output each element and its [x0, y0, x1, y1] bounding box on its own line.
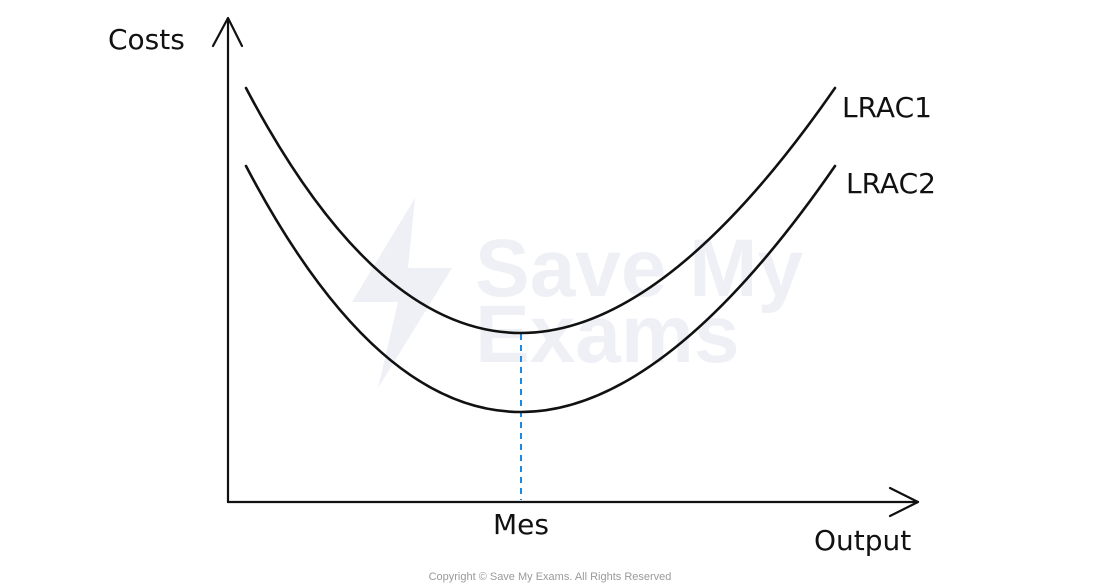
y-axis-label: Costs: [108, 23, 185, 56]
watermark-line-1: Save My: [475, 223, 804, 314]
lrac2-curve: [244, 164, 837, 414]
lightning-bolt-icon: [352, 198, 452, 388]
copyright-notice: Copyright © Save My Exams. All Rights Re…: [429, 571, 672, 583]
lrac1-curve: [244, 86, 837, 335]
x-axis-label: Output: [814, 524, 911, 557]
y-axis-arrowhead: [211, 16, 244, 48]
x-axis-arrowhead: [888, 486, 920, 518]
mes-label: Mes: [493, 508, 549, 541]
watermark-logo: Save My Exams: [352, 198, 804, 388]
lrac2-label: LRAC2: [846, 167, 936, 200]
lrac1-label: LRAC1: [842, 91, 932, 124]
watermark-line-2: Exams: [475, 289, 739, 380]
axes: [211, 16, 920, 518]
